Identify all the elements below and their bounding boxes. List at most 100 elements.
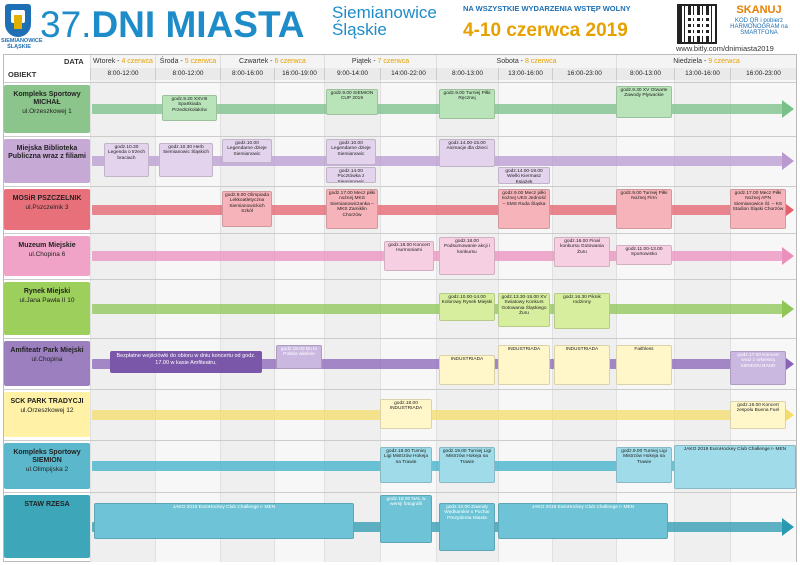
event-box[interactable]: JAKO 2019 EuroHockey Club Challenge I- M…	[94, 503, 354, 539]
event-box[interactable]: JAKO 2019 EuroHockey Club Challenge I- M…	[674, 445, 796, 489]
event-box[interactable]: godz.18.00 Koncert Hurmoniami	[384, 241, 434, 271]
venue-address: ul.Orzeszkowej 1	[22, 108, 72, 115]
title-text: DNI MIASTA	[91, 4, 305, 45]
event-box[interactable]: godz.18.00 Podsumowanie akcji i konkursu	[439, 237, 495, 275]
event-box[interactable]: godz.9.20 XXVIII Spartkiada Przedszkolak…	[162, 95, 217, 121]
venue-address: ul.Chopina 6	[28, 251, 66, 258]
data-label: DATA	[64, 57, 84, 66]
day-name: Środa -	[159, 58, 185, 65]
day-name: Sobota -	[496, 58, 525, 65]
day-name: Wtorek -	[93, 58, 122, 65]
venue-label[interactable]: Miejska Biblioteka Publiczna wraz z fili…	[4, 139, 90, 183]
title-number: 37.	[40, 4, 92, 45]
day-header: Sobota - 8 czerwca	[436, 55, 616, 68]
free-entry-note: NA WSZYSTKIE WYDARZENIA WSTĘP WOLNY	[463, 4, 631, 13]
qr-code-icon[interactable]	[677, 4, 717, 44]
venue-name: SCK PARK TRADYCJI	[10, 398, 84, 405]
event-box[interactable]: godz.19.00 Turniej Ligi Mistrzów Hokeja …	[439, 447, 495, 483]
row-divider	[4, 338, 796, 339]
event-box[interactable]: godz.18.00 Turniej Ligi Mistrzów Hokeja …	[380, 447, 432, 483]
event-box[interactable]: godz.10.30 Legenda o trzech braciach	[104, 143, 149, 177]
day-date: 6 czerwca	[274, 58, 306, 65]
event-box[interactable]: godz.18.00 NAL w wersji fotografii	[380, 495, 432, 543]
venue-address: ul.Jana Pawła II 10	[19, 297, 75, 304]
event-box[interactable]: godz.17.00 Mecz piłki nożnej MKS Siemian…	[326, 189, 378, 229]
event-box[interactable]: godz.9.00 Turniej Ligi Mistrzów Hokeja n…	[616, 447, 672, 483]
event-box[interactable]: godz.16.00 Koncert zespołu Buena Fuel	[730, 401, 786, 429]
time-slot: 8:00-12:00	[90, 68, 155, 80]
event-box[interactable]: godz.16.00 Finał konkursu Gotowania Żuru	[554, 237, 610, 267]
event-box[interactable]: Faithless	[616, 345, 672, 385]
event-box[interactable]: godz.17.00 Mecz Piłki Nożnej APN Siemian…	[730, 189, 786, 229]
timeline-bar	[92, 358, 782, 369]
object-label: OBIEKT	[8, 70, 37, 79]
time-slot: 8:00-16:00	[220, 68, 274, 80]
row-divider	[4, 389, 796, 390]
event-box[interactable]: INDUSTRIADA	[554, 345, 610, 385]
event-box[interactable]: godz.19.00 Bo to Polska właśnie	[276, 345, 322, 369]
row-divider	[4, 279, 796, 280]
venue-label[interactable]: STAW RZESA	[4, 495, 90, 558]
timeline-bar	[92, 409, 782, 420]
header: SIEMIANOWICE ŚLĄSKIE 37.DNI MIASTA Siemi…	[0, 0, 800, 53]
venue-label[interactable]: Kompleks Sportowy MICHAŁ ul.Orzeszkowej 1	[4, 85, 90, 133]
event-box[interactable]: godz.9.00 Mecz piłki nożnej UKS Jedność …	[498, 189, 550, 229]
city-line1: Siemianowice	[332, 3, 437, 22]
event-box[interactable]: godz.14.00 Pocztówka z Siemianowic	[326, 167, 376, 183]
row-divider	[4, 492, 796, 493]
timeline-bar	[92, 251, 782, 261]
event-box[interactable]: godz.10.00-14.00 Kolorowy Rynek Miejski	[439, 293, 495, 321]
time-slot: 13:00-16:00	[674, 68, 730, 80]
event-box[interactable]: godz.11.00-13.00 Sportowisko	[616, 245, 672, 265]
event-box[interactable]: godz.13.30-15.00 XV Swiatowy Konkurs Got…	[498, 293, 550, 327]
event-box[interactable]: godz.10.00 Legendarne dzieje Siemianowic	[222, 139, 272, 163]
time-slot: 8:00-13:00	[436, 68, 498, 80]
time-slot: 14:00-22:00	[380, 68, 436, 80]
event-box[interactable]: godz.14.00-19.00 Wielki Kiermasz Książek	[498, 167, 550, 184]
timeline-bar	[92, 303, 782, 314]
page-title: 37.DNI MIASTA	[40, 0, 305, 50]
event-box[interactable]: godz.9.00 Olimpiada Lekkoatletyczna Siem…	[222, 191, 272, 227]
venue-label[interactable]: Muzeum Miejskie ul.Chopina 6	[4, 236, 90, 276]
event-box[interactable]: godz.10.00 Legendarne dzieje Siemianowic	[326, 139, 376, 165]
time-slot: 8:00-13:00	[616, 68, 674, 80]
event-box[interactable]: godz.9.00 Turniej Piłki Nożnej Firm	[616, 189, 672, 229]
row-divider	[4, 136, 796, 137]
event-box[interactable]: INDUSTRIADA	[439, 355, 495, 385]
scan-label: SKANUJ	[736, 4, 782, 16]
venue-name: Kompleks Sportowy MICHAŁ	[13, 91, 81, 106]
event-box[interactable]: JAKO 2019 EuroHockey Club Challenge I- M…	[498, 503, 668, 539]
event-box[interactable]: INDUSTRIADA	[498, 345, 550, 385]
day-header: Piątek - 7 czerwca	[324, 55, 436, 68]
day-name: Piątek -	[351, 58, 378, 65]
timeline-arrow-icon	[782, 517, 794, 536]
event-box[interactable]: godz.14.00-15.00 Animacje dla dzieci	[439, 139, 495, 167]
column-stripe	[274, 80, 324, 562]
event-box[interactable]: godz.17.00 Koncert wraz z orkiestrą SIEM…	[730, 351, 786, 385]
event-box[interactable]: godz.10.30 Herb Siemianowic Śląskich	[159, 143, 213, 177]
row-divider	[4, 82, 796, 83]
venue-name: MOSiR PSZCZELNIK	[12, 195, 82, 202]
event-box[interactable]: godz.18.00 INDUSTRIADA	[380, 399, 432, 429]
time-slot: 8:00-12:00	[155, 68, 220, 80]
city-crest-icon	[5, 4, 31, 37]
event-box[interactable]: godz.9.00 SIEMION CUP 2019	[326, 89, 378, 115]
event-box[interactable]: godz.9.30 XV Otwarte Zawody Pływackie	[616, 86, 672, 118]
venue-name: Muzeum Miejskie	[18, 242, 76, 249]
timeline-bar	[92, 461, 782, 471]
day-date: 8 czerwca	[524, 58, 557, 65]
event-box[interactable]: godz.10.00 Zawody Wędkarskie o Puchar Pr…	[439, 503, 495, 551]
timeline-bar	[92, 104, 782, 114]
website-link[interactable]: www.bitly.com/dnimiasta2019	[676, 44, 774, 53]
day-header: Niedziela - 9 czerwca	[616, 55, 796, 68]
timeline-bar	[92, 204, 782, 215]
event-box[interactable]: godz.16.30 Piknik rodzinny	[554, 293, 610, 329]
event-box[interactable]: godz.9.00 Turniej Piłki Ręcznej	[439, 89, 495, 119]
